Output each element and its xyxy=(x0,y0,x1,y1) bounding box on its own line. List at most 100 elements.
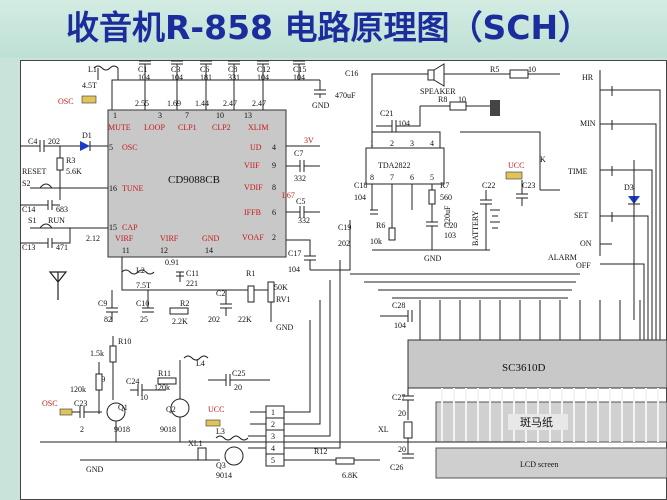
pin-label-tune: TUNE xyxy=(122,184,143,193)
pin-label-osc: OSC xyxy=(122,143,138,152)
comp-r3: R3 xyxy=(66,156,75,165)
reset-label: RESET xyxy=(22,167,47,176)
connector-pin: 5 xyxy=(271,456,275,465)
comp-rv1-value: 50K xyxy=(274,283,288,292)
diode-d1-icon xyxy=(80,141,90,151)
switch-off-label: OFF xyxy=(576,261,591,270)
comp-l3: L3 xyxy=(216,427,225,436)
pin-number: 5 xyxy=(430,173,434,182)
comp-c6: C6 xyxy=(200,65,209,74)
comp-c26: C26 xyxy=(390,463,403,472)
pin-number: 8 xyxy=(370,173,374,182)
connector-pin: 4 xyxy=(271,444,275,453)
ic-top-voltages: 2.55 1.69 1.44 2.47 2.47 xyxy=(135,99,266,108)
pin-label-iffb: IFFB xyxy=(244,208,261,217)
switch-min-icon xyxy=(600,120,613,130)
comp-c27-value: 20 xyxy=(398,409,406,418)
comp-d3: D3 xyxy=(624,183,634,192)
ucc-label-2: UCC xyxy=(208,405,224,414)
ic-top-pins: 1 MUTE 3 LOOP 7 CLP1 10 CLP2 13 XLIM xyxy=(108,111,268,132)
ucc-tag-icon xyxy=(205,419,221,427)
comp-rv1: RV1 xyxy=(276,295,290,304)
ic-right-section: 3V C7 332 C5 332 C17 104 C19 202 xyxy=(286,136,351,274)
ucc-label: UCC xyxy=(508,161,524,170)
amp-section: TDA2822 8 7 6 5 1 2 3 4 SPEAKER R5 10 R8… xyxy=(354,63,560,263)
comp-r6-value: 10k xyxy=(370,237,382,246)
comp-r2-value: 2.2K xyxy=(172,317,188,326)
comp-c9-value: 82 xyxy=(104,315,112,324)
alarm-label: ALARM xyxy=(548,253,577,262)
switch-k-label: K xyxy=(540,155,546,164)
pin-label-viif: VIIF xyxy=(244,161,260,170)
comp-c19-value: 202 xyxy=(338,239,350,248)
comp-c4: C4 xyxy=(28,137,37,146)
comp-c17-value: 104 xyxy=(288,265,300,274)
comp-c11: C11 xyxy=(186,269,199,278)
resistor-r6-icon xyxy=(388,227,396,241)
comp-c10-value: 25 xyxy=(140,315,148,324)
pin-label-vdif: VDIF xyxy=(244,183,263,192)
pin-number: 6 xyxy=(410,173,414,182)
resistor-r1-icon xyxy=(247,285,255,303)
crystal-section: C27 20 XL 20 C26 xyxy=(378,388,414,472)
comp-c24: C24 xyxy=(126,377,139,386)
resistor-r2-icon xyxy=(169,307,189,315)
comp-c4-value: 202 xyxy=(48,137,60,146)
pin-label-loop: LOOP xyxy=(144,123,165,132)
pin-number: 7 xyxy=(390,173,394,182)
comp-c5: C5 xyxy=(296,197,305,206)
zebra-label: 斑马纸 xyxy=(520,416,553,429)
comp-c28-value: 104 xyxy=(394,321,406,330)
pin-number: 3 xyxy=(410,139,414,148)
voltage-reading: 2.47 xyxy=(223,99,237,108)
gnd-label: GND xyxy=(312,101,330,110)
comp-l2: L2 xyxy=(136,266,145,275)
switch-time-label: TIME xyxy=(568,167,588,176)
switch-min-label: MIN xyxy=(580,119,596,128)
gnd-label: GND xyxy=(276,323,294,332)
connector-pin: 1 xyxy=(271,408,275,417)
comp-c8: C8 xyxy=(228,65,237,74)
comp-r12: R12 xyxy=(314,447,327,456)
pin-number: 1 xyxy=(113,111,117,120)
pin-label-ud: UD xyxy=(250,143,262,152)
circuit-diagram: CD9088CB 1 MUTE 3 LOOP 7 CLP1 10 CLP2 13… xyxy=(20,60,667,500)
comp-r10-value: 1.5k xyxy=(90,349,104,358)
comp-r1-value: 22K xyxy=(238,315,252,324)
voltage-reading: 2.12 xyxy=(86,234,100,243)
comp-r5: R5 xyxy=(490,65,499,74)
antenna-icon xyxy=(48,271,68,300)
comp-r11-value: 120k xyxy=(154,383,170,392)
page-title: 收音机R-858 电路原理图（SCH） xyxy=(66,8,592,47)
ic-tda2822-label: TDA2822 xyxy=(378,161,410,170)
comp-c5-value: 332 xyxy=(298,216,310,225)
switch-on-label: ON xyxy=(580,239,592,248)
osc-label: OSC xyxy=(58,97,74,106)
comp-c15-value: 104 xyxy=(293,73,305,82)
switch-column: HR MIN TIME SET ON OFF ALARM D3 xyxy=(548,70,661,340)
below-ic-section: L2 7.5T C11 221 C9 82 C10 25 R2 2.2K C2 … xyxy=(98,257,294,332)
bus-lines xyxy=(350,273,580,299)
comp-c26-value: 20 xyxy=(398,445,406,454)
comp-c24-value: 10 xyxy=(140,393,148,402)
battery-icon xyxy=(490,209,500,229)
comp-c14: C14 xyxy=(22,205,35,214)
comp-c18-value: 104 xyxy=(354,193,366,202)
fm-frontend: R10 1.5k R9 120k OSC C23 2 Q1 9018 GND C… xyxy=(40,336,520,480)
pin-number: 6 xyxy=(272,208,276,217)
pin-number: 12 xyxy=(160,246,168,255)
voltage-3v-label: 3V xyxy=(304,136,314,145)
comp-q3-value: 9014 xyxy=(216,471,232,480)
comp-c11-value: 221 xyxy=(186,279,198,288)
osc-tag-icon xyxy=(59,408,73,416)
pin-label-voaf: VOAF xyxy=(242,233,264,242)
comp-c22: C22 xyxy=(482,181,495,190)
schematic-sheet: CD9088CB 1 MUTE 3 LOOP 7 CLP1 10 CLP2 13… xyxy=(20,60,667,500)
ic-sc3610d-body xyxy=(407,339,667,389)
gnd-label: GND xyxy=(86,465,104,474)
comp-c7: C7 xyxy=(294,149,303,158)
comp-c19: C19 xyxy=(338,223,351,232)
comp-c22-value: 220uF xyxy=(443,205,452,226)
transistor-q3-icon xyxy=(224,446,244,466)
